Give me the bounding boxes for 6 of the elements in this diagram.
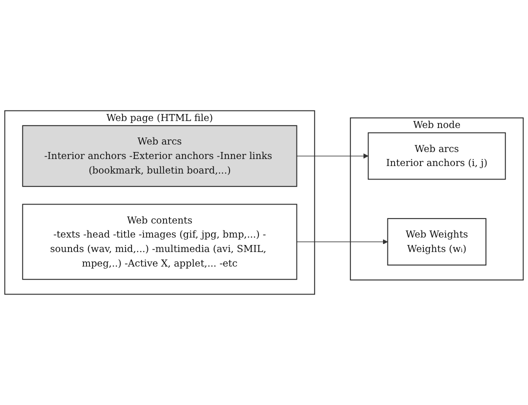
node-box: Web contents -texts -head -title -images (gif, jpg, bmp,...) -sounds (wav, mid,...) -multimedia (avi, SMIL, mpeg,..) -Active X, applet,... -etc (22, 204, 298, 280)
node-box: Web arcs -Interior anchors -Exterior anchors -Inner links (bookmark, bulletin board,...) (22, 125, 298, 187)
node-box: Web arcs Interior anchors (i, j) (368, 132, 506, 180)
arrow (296, 153, 368, 159)
node-box: Web Weights Weights (wᵢ) (387, 218, 486, 266)
arrow (296, 239, 388, 244)
